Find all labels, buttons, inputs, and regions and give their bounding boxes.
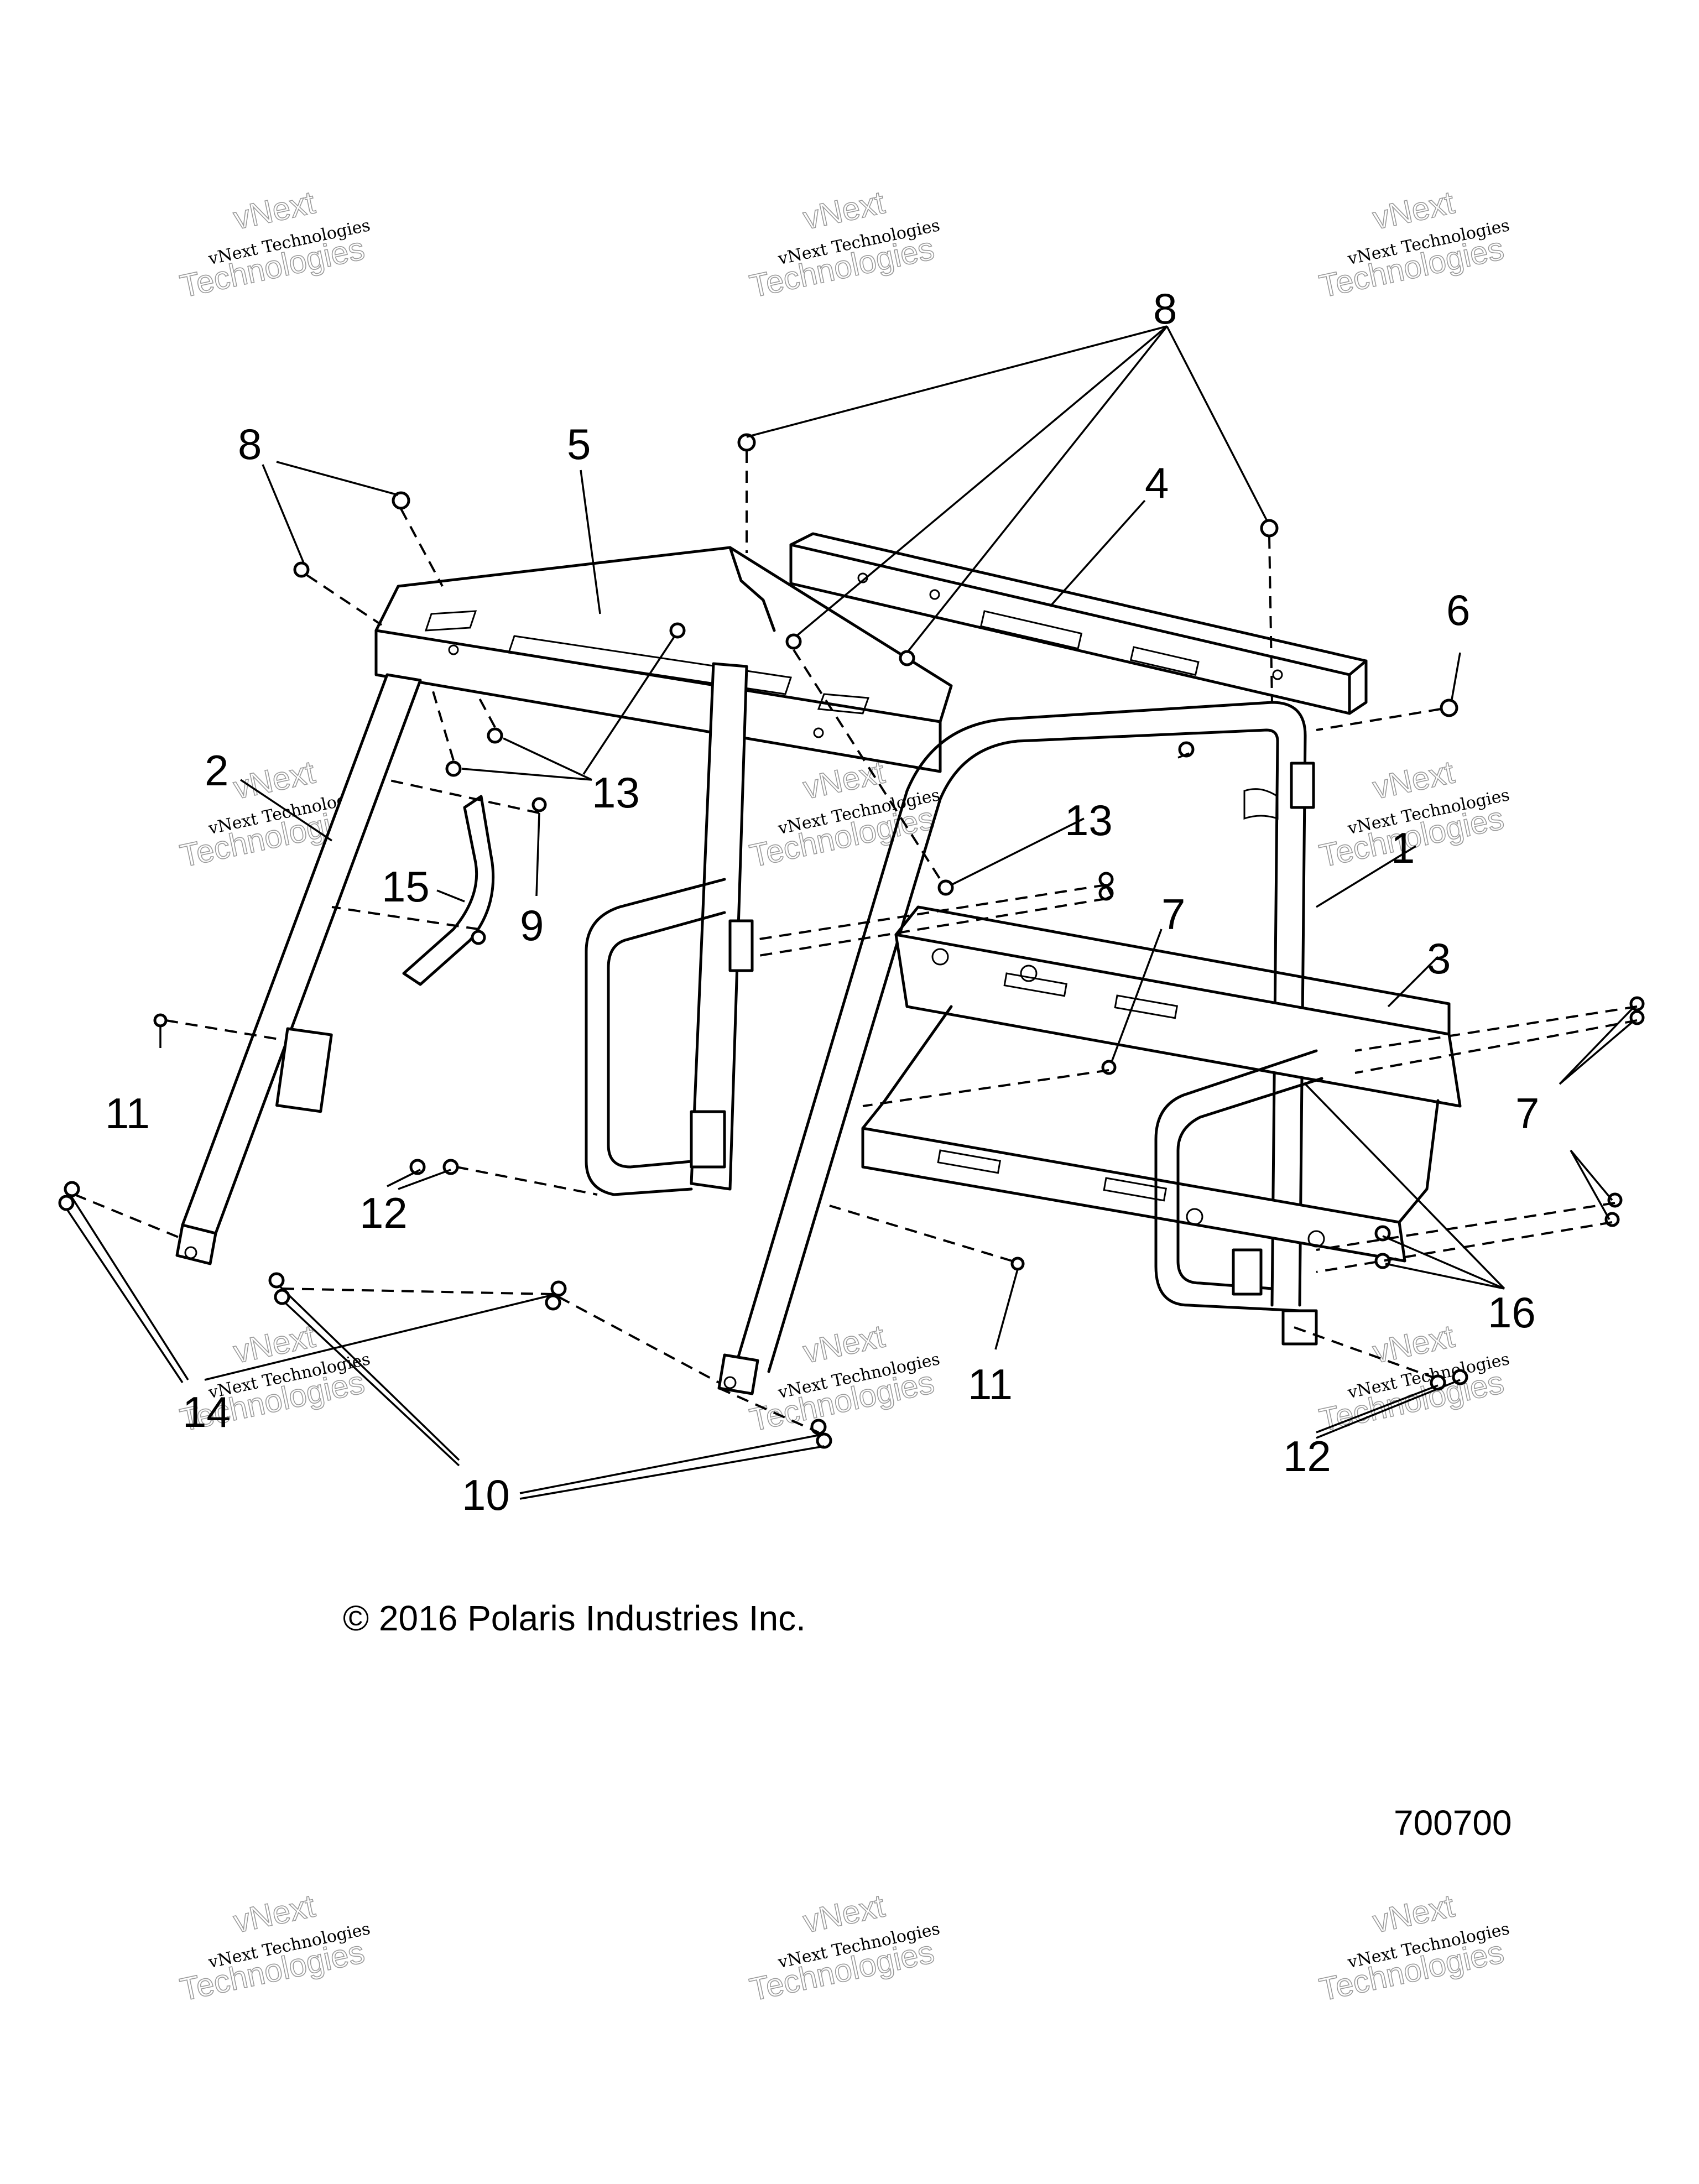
callout-13: 13 [1065,796,1113,845]
assembly-lines [74,451,1638,1434]
callout-7: 7 [1161,890,1185,939]
callout-11: 11 [968,1360,1013,1409]
bolt-9 [471,930,486,945]
washer-14 [64,1181,80,1197]
washer-14 [58,1195,75,1211]
callout-10: 10 [462,1471,510,1519]
part-16-right-handle [1154,1049,1323,1346]
callout-16: 16 [1488,1288,1536,1337]
figure-number: 700700 [1394,1803,1512,1843]
callout-14: 14 [183,1388,231,1436]
callout-2: 2 [205,746,228,795]
callout-12: 12 [1283,1432,1331,1481]
callout-3: 3 [1427,934,1451,983]
callout-5: 5 [567,420,591,468]
bolt-8 [899,650,915,666]
watermark: vNext vNext Technologies Technologies [1316,184,1511,305]
watermark: vNext vNext Technologies Technologies [176,184,372,305]
nut-10 [274,1289,290,1305]
bolt-9 [531,797,547,812]
bolt-12 [409,1159,426,1175]
callout-labels: 8 8 5 4 6 2 13 13 1 15 7 9 3 7 11 16 12 … [105,284,1539,1519]
callout-11: 11 [105,1089,150,1138]
leader-lines [65,325,1635,1500]
watermark: vNext vNext Technologies Technologies [746,1318,941,1439]
callout-1: 1 [1391,823,1415,872]
callout-6: 6 [1446,586,1470,634]
callout-9: 9 [520,901,544,950]
nut-13 [445,760,462,777]
washer-14 [545,1294,561,1311]
rear-center-upright [585,662,754,1196]
callout-12: 12 [359,1189,408,1237]
callout-15: 15 [382,862,430,911]
part-1-roll-cage-bow [717,701,1315,1395]
part-2-front-left-upright [175,673,422,1265]
pin-11 [153,1013,168,1028]
bolt-8 [1260,519,1279,538]
bolt-8 [392,491,410,510]
part-4-rear-upper-panel [789,532,1368,715]
callout-13: 13 [592,768,640,817]
bolt-8 [737,433,756,452]
pin-11 [1010,1257,1025,1271]
nut-10 [816,1432,832,1449]
bolt-8 [785,633,802,650]
part-5-front-upper-panel [374,546,953,773]
callout-7: 7 [1515,1089,1539,1138]
watermark: vNext vNext Technologies Technologies [746,184,941,305]
part-15-bracket [402,795,495,986]
bolt-7 [1098,872,1114,887]
copyright-notice: © 2016 Polaris Industries Inc. [343,1598,806,1638]
bolt-6 [1440,699,1458,717]
nut-13 [669,622,686,639]
fasteners [58,433,1645,1449]
callout-8: 8 [1153,284,1177,333]
watermark: vNext vNext Technologies Technologies [1316,1318,1511,1439]
watermark: vNext vNext Technologies Technologies [1316,1888,1511,2009]
nut-13 [937,879,954,896]
watermark: vNext vNext Technologies Technologies [746,1888,941,2009]
nut-13 [487,727,503,744]
part-3-lower-cross-panel [861,905,1462,1263]
washer-14 [550,1280,567,1297]
nut-10 [268,1272,285,1289]
callout-8: 8 [238,420,262,468]
watermark: vNext vNext Technologies Technologies [176,1888,372,2009]
nut-13 [1178,741,1195,758]
bolt-8 [293,561,310,578]
callout-4: 4 [1145,458,1169,507]
watermark-group: vNext vNext Technologies Technologies vN… [176,184,1511,2009]
